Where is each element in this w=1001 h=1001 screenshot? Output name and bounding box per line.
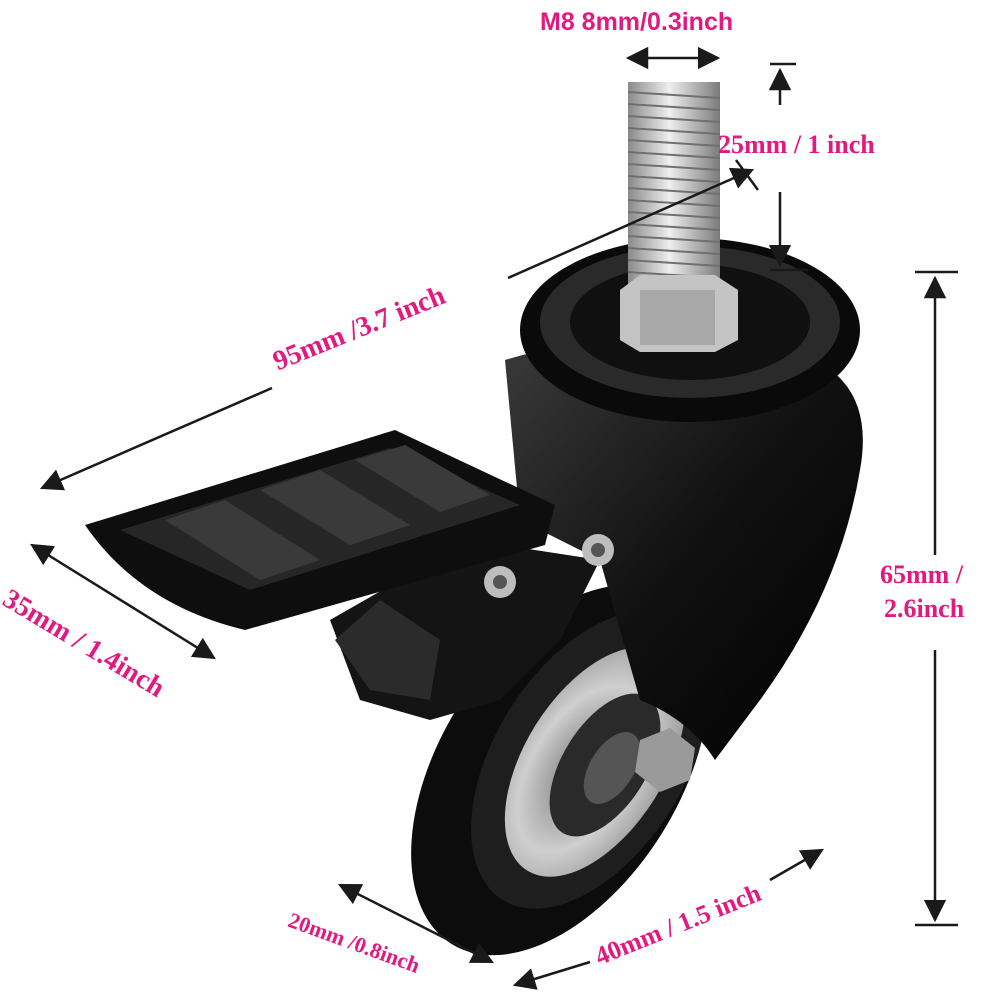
dimension-lines <box>30 46 958 990</box>
total-height-label-line1: 65mm / <box>880 560 964 589</box>
threaded-stem <box>620 82 738 352</box>
rivets <box>484 534 695 792</box>
total-height-label-line2: 2.6inch <box>884 594 965 623</box>
stem-length-label: 25mm / 1 inch <box>718 130 875 159</box>
stem-thread-label: M8 8mm/0.3inch <box>540 8 734 36</box>
